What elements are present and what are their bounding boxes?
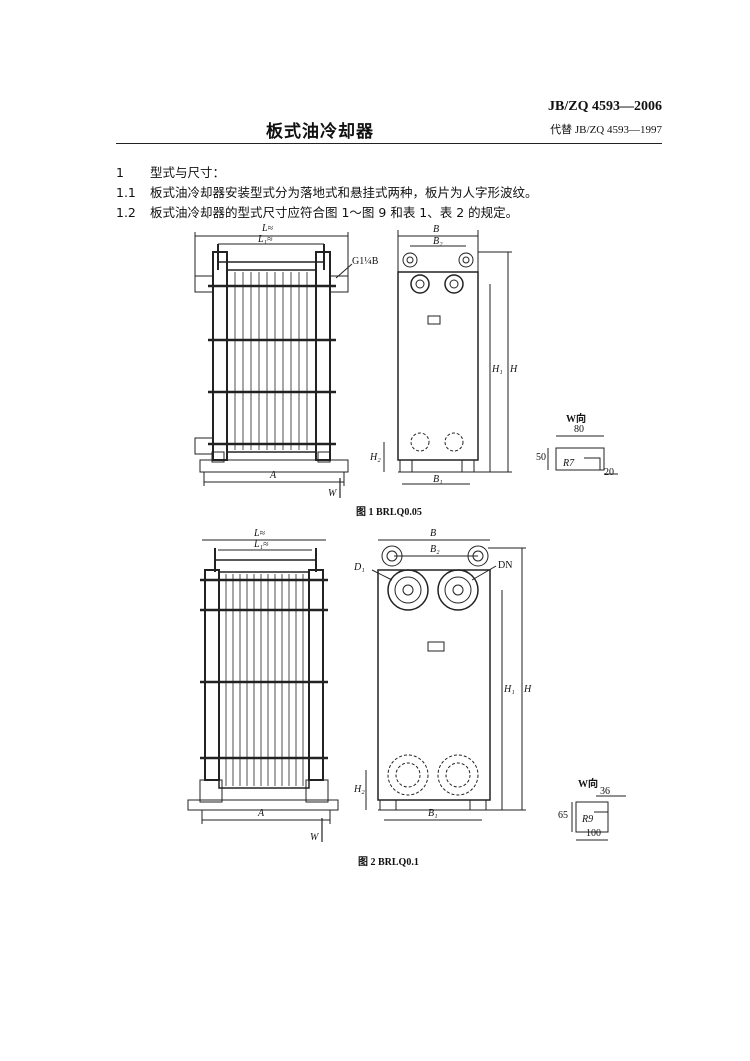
- fig2-dim-36: 36: [600, 786, 610, 797]
- section-1-1: 1.1 板式油冷却器安装型式分为落地式和悬挂式两种，板片为人字形波纹。: [116, 182, 538, 201]
- fig2-label-dn: DN: [498, 560, 513, 571]
- fig1-dim-20: 20: [604, 467, 614, 478]
- fig2-label-h: H: [524, 684, 532, 695]
- fig2-label-b2: B₂: [430, 544, 440, 555]
- fig1-dim-50: 50: [536, 452, 546, 463]
- replaces-standard: 代替 JB/ZQ 4593—1997: [550, 124, 662, 136]
- fig2-caption: 图 2 BRLQ0.1: [358, 857, 419, 868]
- figure2-w-view: [571, 795, 626, 841]
- section-number: 1: [116, 165, 124, 180]
- fig1-label-b1: B₁: [433, 474, 443, 485]
- fig1-label-w: W: [328, 488, 337, 499]
- fig2-label-b1: B₁: [428, 808, 438, 819]
- section-number: 1.1: [116, 185, 136, 200]
- figure1-w-view: [547, 435, 618, 475]
- fig2-label-a: A: [258, 808, 265, 819]
- fig1-label-b: B: [433, 224, 440, 235]
- fig1-caption: 图 1 BRLQ0.05: [356, 507, 422, 518]
- section-number: 1.2: [116, 205, 136, 220]
- fig1-dim-r7: R7: [563, 458, 575, 469]
- fig1-label-thread: G1¼B: [352, 256, 379, 267]
- fig1-label-b2: B₂: [433, 236, 443, 247]
- fig2-label-wview: W向: [578, 779, 598, 790]
- fig2-dim-r9: R9: [582, 814, 594, 825]
- fig2-dim-100: 100: [586, 828, 601, 839]
- fig1-label-h2: H₂: [370, 452, 381, 463]
- fig1-label-l: L≈: [262, 223, 274, 234]
- fig2-label-l1: L₁≈: [254, 539, 269, 550]
- fig1-label-wview: W向: [566, 414, 586, 425]
- figure1-front-view: [383, 230, 512, 485]
- fig2-label-b: B: [430, 528, 437, 539]
- fig2-label-l: L≈: [254, 528, 266, 539]
- fig2-label-w: W: [310, 832, 319, 843]
- standard-number: JB/ZQ 4593—2006: [548, 99, 662, 114]
- section-text: 型式与尺寸：: [150, 165, 226, 180]
- fig2-label-h2: H₂: [354, 784, 365, 795]
- fig2-label-d1: D₁: [354, 562, 365, 573]
- fig1-label-l1: L₁≈: [258, 234, 273, 245]
- fig2-dim-65: 65: [558, 810, 568, 821]
- fig1-label-h: H: [510, 364, 518, 375]
- fig1-label-h1: H₁: [492, 364, 503, 375]
- page-title: 板式油冷却器: [266, 122, 374, 142]
- section-text: 板式油冷却器安装型式分为落地式和悬挂式两种，板片为人字形波纹。: [150, 185, 538, 200]
- section-text: 板式油冷却器的型式尺寸应符合图 1～图 9 和表 1、表 2 的规定。: [150, 205, 519, 220]
- section-1-2: 1.2 板式油冷却器的型式尺寸应符合图 1～图 9 和表 1、表 2 的规定。: [116, 202, 518, 221]
- fig1-label-a: A: [270, 470, 277, 481]
- fig2-label-h1: H₁: [504, 684, 515, 695]
- figure2-front-view: [365, 539, 526, 821]
- fig1-dim-80: 80: [574, 424, 584, 435]
- figure2-side-view: [187, 539, 339, 842]
- figure1-side-view: [194, 232, 353, 498]
- header-rule: [116, 143, 662, 144]
- section-1: 1 型式与尺寸：: [116, 162, 225, 181]
